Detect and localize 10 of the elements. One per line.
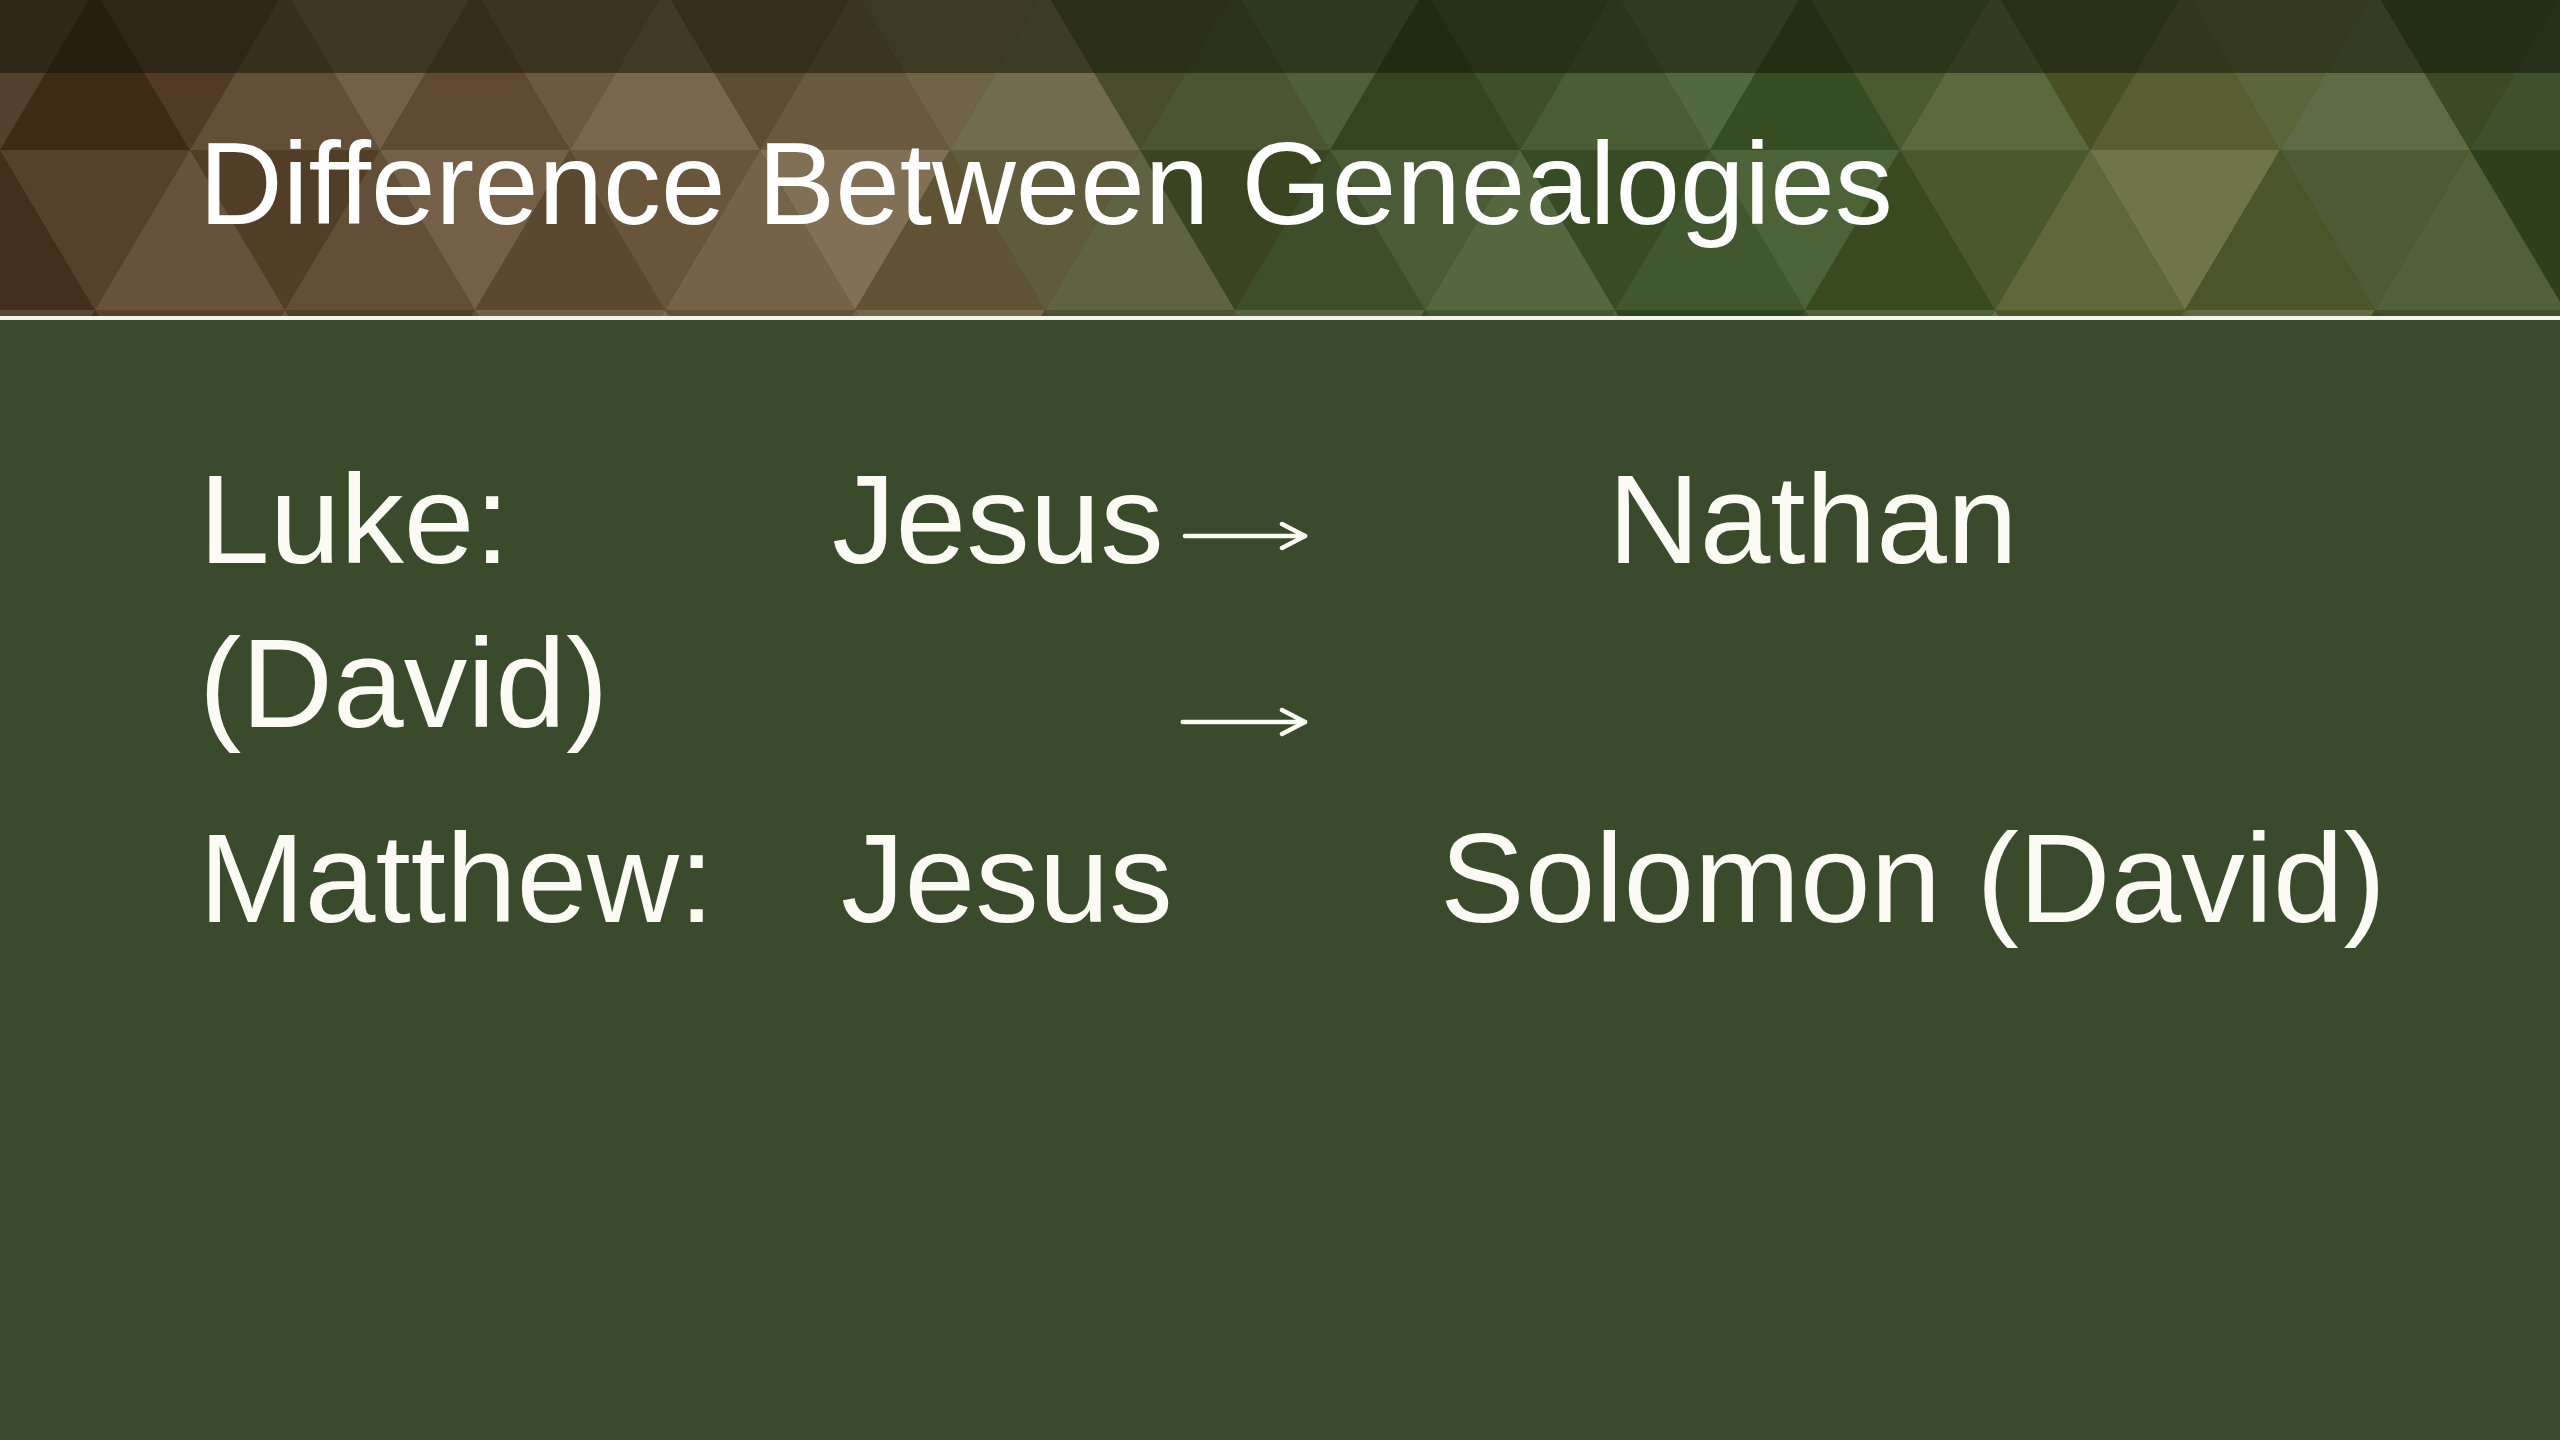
person-name: Jesus — [841, 802, 1173, 955]
person-name: Solomon (David) — [1440, 802, 2386, 955]
ancestor-label: (David) — [199, 611, 609, 756]
person-name: Nathan — [1608, 443, 2018, 596]
gospel-label: Matthew: — [199, 806, 715, 951]
arrow — [1182, 521, 1308, 551]
arrow — [1180, 707, 1308, 737]
gospel-label: Luke: — [199, 447, 510, 592]
slide-title: Difference Between Genealogies — [199, 118, 1893, 251]
person-name: Jesus — [832, 443, 1164, 596]
